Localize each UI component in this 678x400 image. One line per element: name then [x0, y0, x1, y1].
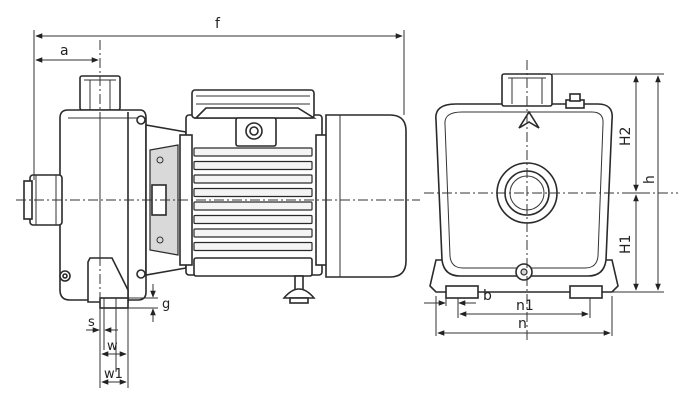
cooling-fin	[193, 187, 313, 198]
cooling-fin	[193, 160, 313, 171]
dimension-f: f	[33, 16, 405, 180]
dimension-foot: s w w1	[86, 308, 129, 388]
dim-label-s: s	[88, 315, 95, 330]
dim-label-g: g	[162, 297, 170, 312]
cooling-fins	[193, 147, 313, 252]
cooling-fin	[193, 228, 313, 238]
dim-label-H1: H1	[618, 235, 634, 254]
dimension-a: a	[35, 43, 99, 63]
dim-label-h: h	[642, 175, 658, 184]
bolt	[62, 273, 68, 279]
dim-label-b: b	[483, 288, 492, 304]
cooling-fin	[193, 214, 313, 225]
dim-label-f: f	[215, 16, 221, 32]
dimension-g: g	[128, 284, 170, 322]
discharge-nozzle	[79, 75, 121, 111]
cooling-fin	[193, 241, 313, 252]
cooling-fin	[193, 174, 313, 184]
side-view: f a g s w w1	[16, 16, 420, 388]
dim-label-a: a	[60, 43, 69, 59]
rotation-arrow-icon	[518, 110, 540, 129]
vent-plug	[565, 93, 585, 109]
bolt	[136, 269, 146, 279]
dim-label-n: n	[518, 316, 527, 332]
cooling-fin	[193, 147, 313, 157]
dim-label-w1: w1	[104, 367, 123, 382]
dim-label-w: w	[107, 339, 118, 354]
cooling-fin	[193, 201, 313, 211]
drain-knob	[282, 275, 316, 304]
front-drain-plug	[515, 263, 533, 281]
dim-label-H2: H2	[618, 127, 634, 146]
dim-label-n1: n1	[516, 298, 534, 314]
fan-cover	[325, 114, 407, 278]
dimension-heights: H2 H1 h	[552, 73, 664, 293]
bolt	[136, 115, 146, 125]
front-view: H2 H1 h b n1 n	[424, 60, 678, 340]
pump-foot	[87, 257, 129, 309]
motor-body	[179, 89, 329, 277]
dimension-base: b n1 n	[424, 288, 613, 336]
